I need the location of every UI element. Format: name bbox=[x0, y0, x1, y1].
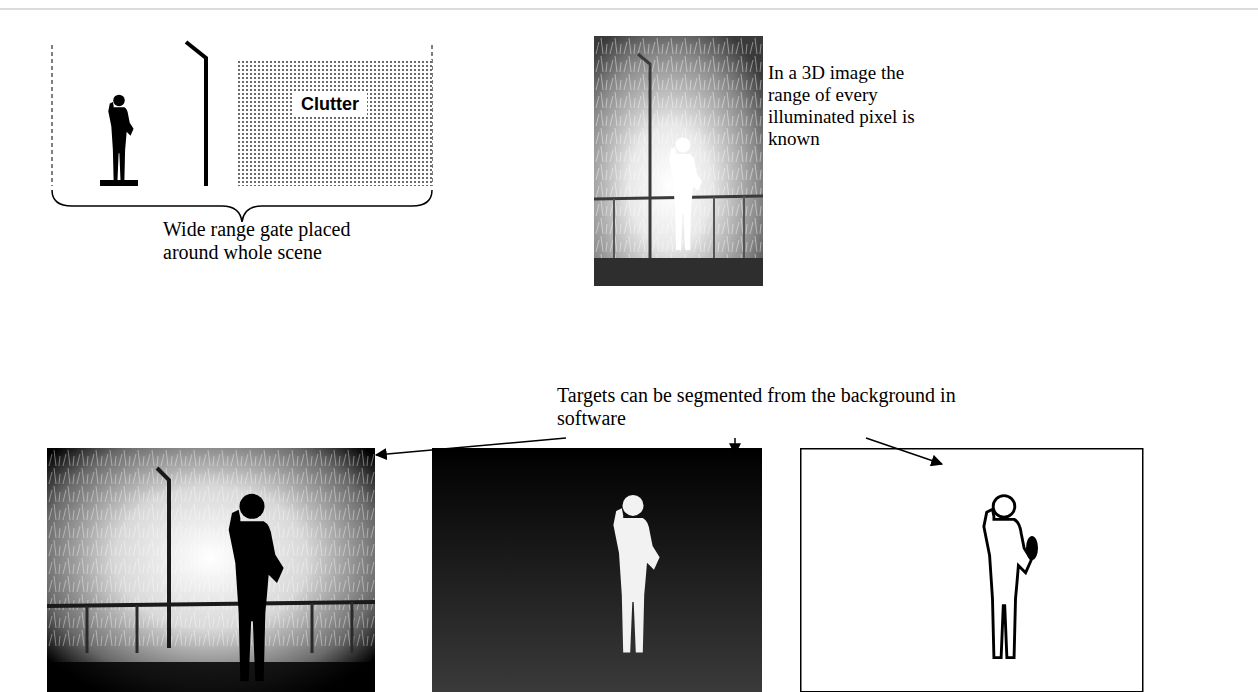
note-3d-image: In a 3D image the range of every illumin… bbox=[768, 62, 938, 149]
segmented-background bbox=[47, 448, 375, 692]
range-gate-sketch bbox=[52, 42, 432, 222]
leader-arrows bbox=[376, 438, 942, 464]
segmentation-note: Targets can be segmented from the backgr… bbox=[557, 384, 957, 430]
target-outline bbox=[801, 449, 1143, 692]
top-rule bbox=[0, 8, 1258, 10]
node-text: Clutter bbox=[293, 92, 367, 117]
clutter-region: Clutter bbox=[237, 60, 432, 186]
gated-image-full bbox=[594, 36, 763, 286]
range-gate-label: Wide range gate placed around whole scen… bbox=[163, 218, 393, 264]
segmented-target bbox=[432, 448, 762, 692]
